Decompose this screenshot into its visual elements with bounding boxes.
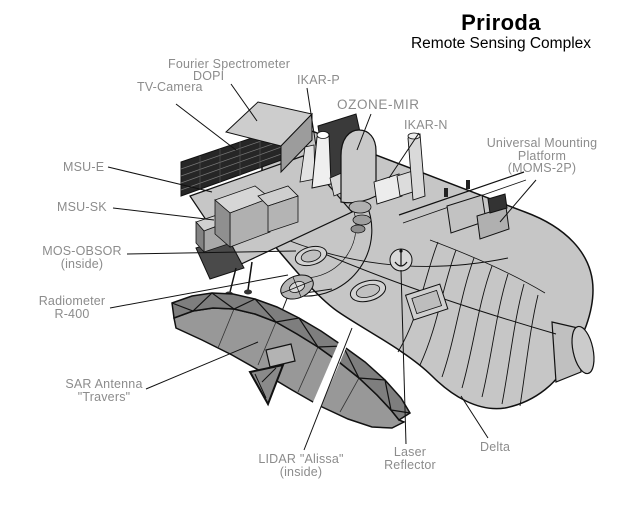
- label-lidar-line1: LIDAR "Alissa": [258, 452, 344, 466]
- page-title: Priroda: [461, 10, 541, 35]
- moms-2p-platform: [398, 171, 527, 240]
- label-universal-mounting-platform: Universal Mounting Platform (MOMS-2P): [472, 137, 612, 175]
- label-laser-line2: Reflector: [384, 457, 436, 472]
- label-msu-e: MSU-E: [63, 160, 105, 174]
- label-sar-antenna-travers: SAR Antenna "Travers": [54, 378, 154, 403]
- ikar-n-instruments: [373, 132, 426, 205]
- underside-hatches: [294, 245, 449, 321]
- label-radiometer-line1: Radiometer: [38, 294, 106, 308]
- label-mos-obsor-line1: MOS-OBSOR: [42, 244, 122, 258]
- laser-reflector-unit: [389, 248, 413, 272]
- label-sar-line1: SAR Antenna: [65, 377, 143, 391]
- ozone-mir-instrument: [340, 129, 377, 234]
- label-radiometer-line2: R-400: [54, 306, 90, 321]
- label-dopi: DOPI: [193, 69, 225, 83]
- sar-antenna-travers: [171, 292, 412, 432]
- label-mos-obsor-line2: (inside): [60, 256, 104, 271]
- label-lidar-alissa: LIDAR "Alissa" (inside): [246, 453, 356, 478]
- label-mos-obsor: MOS-OBSOR (inside): [32, 245, 132, 270]
- label-sar-line2: "Travers": [77, 389, 131, 404]
- label-msu-sk: MSU-SK: [57, 200, 107, 214]
- label-ump-line1: Universal Mounting: [486, 136, 598, 150]
- label-ikar-n: IKAR-N: [404, 118, 448, 132]
- label-laser-reflector: Laser Reflector: [360, 446, 460, 471]
- label-lidar-line2: (inside): [279, 464, 323, 479]
- label-laser-line1: Laser: [393, 445, 427, 459]
- label-ikar-p: IKAR-P: [297, 73, 340, 87]
- round-hatch: [349, 279, 387, 303]
- msu-instrument-cluster: [189, 155, 353, 297]
- label-ozone-mir: OZONE-MIR: [337, 97, 420, 112]
- label-tv-camera: TV-Camera: [137, 80, 203, 94]
- label-fourier-spectrometer: Fourier Spectrometer: [168, 57, 291, 71]
- mos-obsor-window: [294, 245, 328, 267]
- page-subtitle: Remote Sensing Complex: [410, 35, 592, 52]
- radiometer-r400-dish: [279, 274, 333, 317]
- label-delta: Delta: [480, 440, 511, 454]
- title-block: Priroda Remote Sensing Complex: [375, 11, 627, 53]
- label-radiometer-r400: Radiometer R-400: [22, 295, 122, 320]
- label-ump-line2: Platform: [517, 148, 567, 163]
- leader-lines: [107, 83, 537, 451]
- label-ump-line3: (MOMS-2P): [507, 161, 577, 175]
- equipment-hatch: [404, 283, 449, 321]
